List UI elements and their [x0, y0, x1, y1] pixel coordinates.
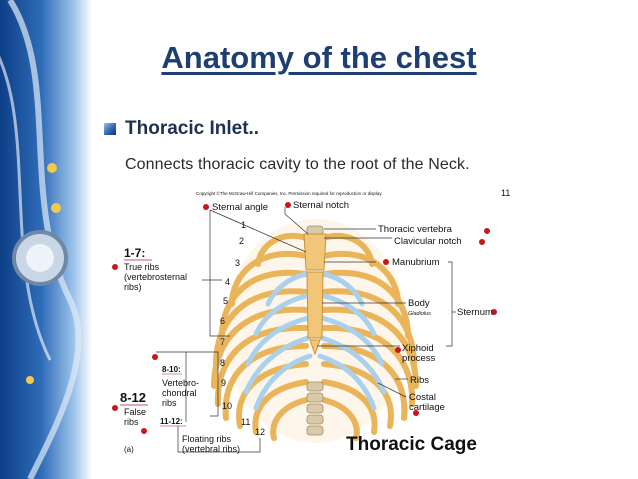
label-true-ribs: True ribs: [124, 262, 160, 272]
rib-number: 2: [239, 236, 244, 246]
label-sternal-angle: Sternal angle: [212, 202, 268, 213]
rib-number: 11: [241, 417, 250, 427]
rib-number: 4: [225, 277, 230, 287]
figure-part-label: (a): [124, 445, 134, 454]
bullet-text: Connects thoracic cavity to the root of …: [125, 156, 470, 173]
label-thoracic-vertebra: Thoracic vertebra: [378, 224, 453, 235]
figure-caption: Thoracic Cage: [346, 434, 477, 455]
label-costal-cartilage: cartilage: [409, 402, 445, 413]
label-true-ribs-3: ribs): [124, 282, 142, 292]
label-xiphoid: Xiphoid: [402, 343, 434, 354]
rib-number: 5: [223, 296, 228, 306]
label-true-range: 1-7:: [124, 246, 145, 260]
label-sternal-notch: Sternal notch: [293, 200, 349, 211]
label-gladiolus: Gladiolus: [408, 311, 431, 317]
thoracic-cage-diagram: Copyright ©The McGraw-Hill Companies, In…: [112, 188, 510, 455]
label-vertebrochondral: Vertebro-: [162, 378, 199, 388]
bullet-heading: Thoracic Inlet..: [125, 118, 260, 139]
label-costal: Costal: [409, 392, 436, 403]
decorative-side-band: [0, 0, 92, 479]
label-false-range: 8-12: [120, 390, 146, 405]
label-manubrium: Manubrium: [392, 257, 440, 268]
rib-cage-illustration: [211, 219, 419, 443]
bullet-square-icon: [104, 123, 116, 135]
label-floating-ribs-2: (vertebral ribs): [182, 444, 240, 454]
label-false-ribs-2: ribs: [124, 417, 139, 427]
copyright-note: Copyright ©The McGraw-Hill Companies, In…: [196, 190, 383, 196]
label-ribs: Ribs: [410, 375, 429, 386]
figure-number: 11: [501, 188, 510, 198]
rib-number: 8: [220, 358, 225, 368]
label-vc-range: 8-10:: [162, 365, 181, 374]
rib-number: 1: [241, 220, 246, 230]
label-false-ribs: False: [124, 407, 146, 417]
label-xiphoid-process: process: [402, 353, 436, 364]
label-body: Body: [408, 298, 430, 309]
stethoscope-decoration-icon: [0, 0, 82, 479]
label-vertebrochondral-3: ribs: [162, 398, 177, 408]
label-clavicular-notch: Clavicular notch: [394, 236, 462, 247]
rib-number: 3: [235, 258, 240, 268]
rib-number: 12: [255, 427, 265, 437]
rib-number: 6: [220, 316, 225, 326]
label-floating-ribs: Floating ribs: [182, 434, 232, 444]
label-true-ribs-2: (vertebrosternal: [124, 272, 187, 282]
rib-number: 7: [220, 337, 225, 347]
label-sternum: Sternum: [457, 307, 493, 318]
rib-number: 10: [222, 401, 232, 411]
label-vertebrochondral-2: chondral: [162, 388, 197, 398]
slide-title: Anatomy of the chest: [161, 40, 477, 75]
label-float-range: 11-12:: [160, 417, 183, 426]
rib-number: 9: [221, 378, 226, 388]
